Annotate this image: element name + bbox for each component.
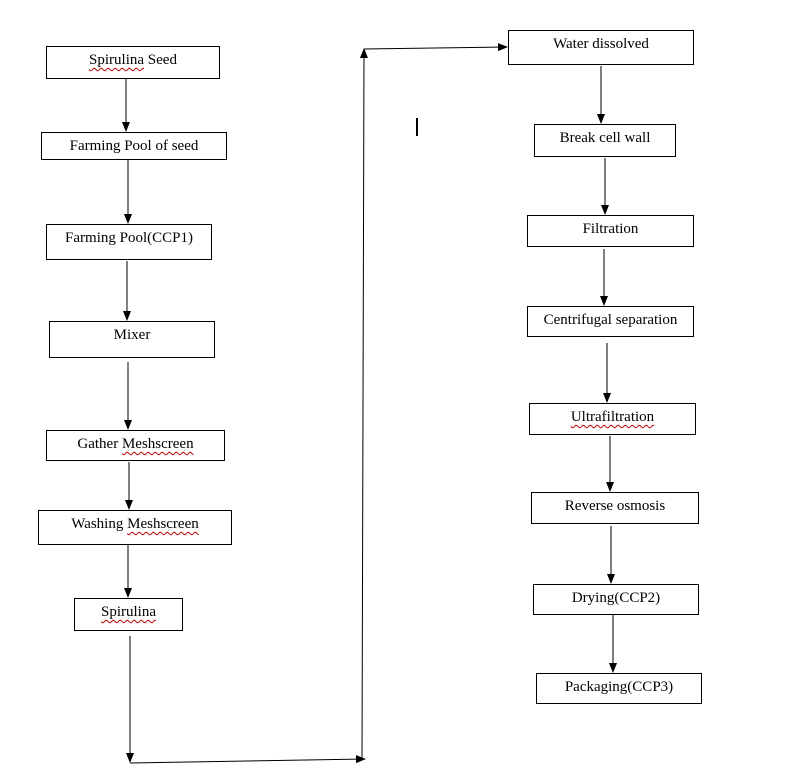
node-label: Spirulina Seed <box>89 52 177 68</box>
node-centrifugal-separation: Centrifugal separation <box>527 306 694 337</box>
node-label: Centrifugal separation <box>543 312 678 328</box>
node-label: Ultrafiltration <box>571 409 654 425</box>
node-packaging-ccp3: Packaging(CCP3) <box>536 673 702 704</box>
node-spirulina-seed: Spirulina Seed <box>46 46 220 79</box>
node-label: Break cell wall <box>559 130 651 146</box>
spellcheck-underlined-word: Spirulina <box>101 604 156 620</box>
node-spirulina: Spirulina <box>74 598 183 631</box>
node-reverse-osmosis: Reverse osmosis <box>531 492 699 524</box>
node-label: Washing Meshscreen <box>71 516 199 532</box>
node-drying-ccp2: Drying(CCP2) <box>533 584 699 615</box>
node-farming-pool-ccp1: Farming Pool(CCP1) <box>46 224 212 260</box>
node-gather-meshscreen: Gather Meshscreen <box>46 430 225 461</box>
node-label: Drying(CCP2) <box>571 590 661 606</box>
node-label: Spirulina <box>101 604 156 620</box>
node-filtration: Filtration <box>527 215 694 247</box>
node-label: Farming Pool of seed <box>69 138 199 154</box>
node-water-dissolved: Water dissolved <box>508 30 694 65</box>
node-label: Filtration <box>582 221 639 237</box>
node-label: Water dissolved <box>553 36 649 52</box>
spellcheck-underlined-word: Spirulina <box>89 52 145 68</box>
node-label: Farming Pool(CCP1) <box>65 230 193 246</box>
node-mixer: Mixer <box>49 321 215 358</box>
spellcheck-underlined-word: Ultrafiltration <box>570 409 655 425</box>
arrow-up-right-column <box>359 48 368 761</box>
node-label: Gather Meshscreen <box>77 436 194 452</box>
spellcheck-underlined-word: Meshscreen <box>121 436 194 452</box>
node-farming-pool-of-seed: Farming Pool of seed <box>41 132 227 160</box>
text-cursor-mark <box>416 118 418 136</box>
arrow-to-water-dissolved <box>363 43 508 52</box>
node-label: Reverse osmosis <box>564 498 666 514</box>
node-label: Mixer <box>113 327 151 343</box>
arrow-bottom-right <box>129 755 366 764</box>
node-break-cell-wall: Break cell wall <box>534 124 676 157</box>
spellcheck-underlined-word: Meshscreen <box>127 516 199 532</box>
node-ultrafiltration: Ultrafiltration <box>529 403 696 435</box>
node-washing-meshscreen: Washing Meshscreen <box>38 510 232 545</box>
node-label: Packaging(CCP3) <box>564 679 674 695</box>
